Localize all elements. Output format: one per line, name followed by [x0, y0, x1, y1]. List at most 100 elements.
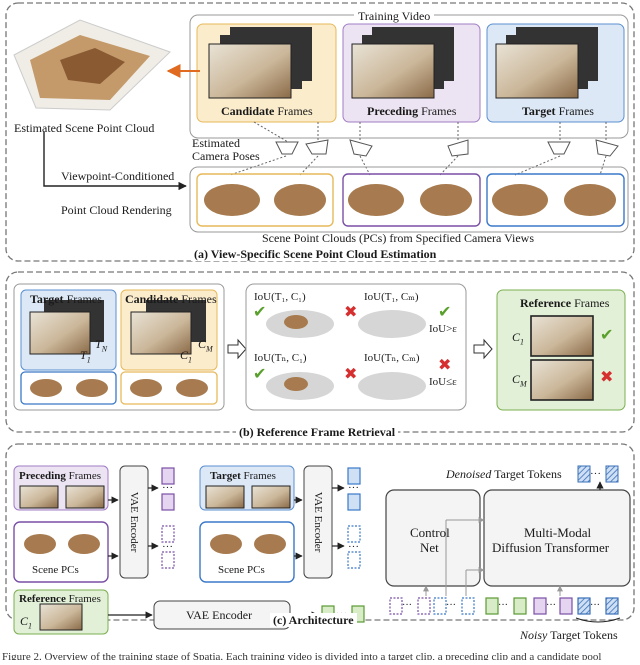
- cm-letter: C: [198, 337, 207, 351]
- figure-caption: Figure 2. Overview of the training stage…: [2, 651, 602, 660]
- tn-sub: N: [101, 344, 108, 354]
- scene-pcs-c-1: Scene PCs: [32, 564, 79, 576]
- reference-frames-c-label: Reference Frames: [19, 592, 101, 606]
- viewpoint-label-1: Viewpoint-Conditioned: [61, 169, 175, 183]
- candidate-bold: Candidate: [221, 104, 275, 118]
- check-icon: ✔: [253, 302, 267, 321]
- t1-label: T1: [80, 348, 91, 367]
- input-token-row: [389, 597, 619, 615]
- vae-encoder-2: [303, 465, 333, 579]
- iou-t1-cm: IoU(T₁, Cₘ): [364, 291, 419, 303]
- frames-word: Frames: [421, 104, 457, 118]
- target-pcs-b: [20, 371, 117, 405]
- candidate-bold: Candidate: [125, 292, 179, 306]
- ellipsis: ···: [590, 468, 601, 480]
- cross-icon: ✖: [344, 302, 358, 321]
- iou-box: [245, 283, 467, 411]
- c1-sub: 1: [188, 355, 193, 365]
- vae-encoder-2-label: VAE Encoder: [312, 491, 324, 553]
- hollow-arrow-2: [473, 338, 493, 360]
- c1-sub: 1: [28, 621, 33, 631]
- check-icon: ✔: [600, 325, 614, 344]
- frames-group-b: [13, 283, 225, 411]
- ellipsis: ···: [590, 600, 600, 611]
- frames-word: Frames: [574, 296, 610, 310]
- ellipsis: ···: [348, 482, 359, 494]
- iou-tn-cm: IoU(Tₙ, Cₘ): [364, 352, 420, 364]
- candidate-pc-group: [196, 173, 334, 227]
- section-b-title: (b) Reference Frame Retrieval: [236, 425, 399, 439]
- estimated-poses-label-2: Camera Poses: [192, 149, 260, 163]
- cross-icon: ✖: [344, 364, 358, 383]
- preceding-pc-group: [342, 173, 481, 227]
- frames-word: Frames: [68, 470, 101, 482]
- scene-pcs-box: [189, 166, 629, 233]
- c1-c-label: C1: [20, 614, 32, 633]
- viewpoint-arrow: [43, 132, 187, 191]
- vae-encoder-1: [119, 465, 149, 579]
- preceding-bold: Preceding: [19, 470, 66, 482]
- c1-ref-label: C1: [512, 330, 524, 349]
- tn-letter: T: [95, 337, 102, 351]
- iou-t1-c1: IoU(T₁, C₁): [254, 291, 306, 303]
- iou-tn-c1: IoU(Tₙ, C₁): [254, 352, 307, 364]
- c1-letter: C: [20, 614, 29, 628]
- scene-point-cloud-3d: [13, 19, 171, 111]
- frames-word: Frames: [277, 104, 313, 118]
- ellipsis: ···: [162, 482, 173, 494]
- t1-letter: T: [80, 348, 87, 362]
- frames-word: Frames: [68, 593, 101, 605]
- cm-letter: C: [512, 372, 521, 386]
- preceding-bold: Preceding: [367, 104, 419, 118]
- tn-label: TN: [95, 337, 107, 356]
- section-c-title: (c) Architecture: [270, 613, 357, 627]
- viewpoint-label-2: Point Cloud Rendering: [61, 203, 172, 217]
- target-frames-c-label: Target Frames: [210, 469, 276, 483]
- cm-ref-label: CM: [512, 372, 527, 391]
- c1-letter: C: [512, 330, 521, 344]
- target-bold: Target: [210, 470, 241, 482]
- target-frames-b-label: Target Frames: [30, 292, 102, 306]
- cm-sub: M: [206, 344, 213, 354]
- denoised-word: Denoised: [446, 467, 492, 481]
- check-icon: ✔: [253, 364, 267, 383]
- c1-sub: 1: [520, 337, 525, 347]
- dotted-links: [229, 121, 607, 176]
- check-icon: ✔: [438, 302, 452, 321]
- section-a-title: (a) View-Specific Scene Point Cloud Esti…: [191, 247, 440, 261]
- cm-sub: M: [520, 379, 527, 389]
- camera-poses: [275, 139, 619, 157]
- reference-bold: Reference: [19, 593, 66, 605]
- preceding-frames-c-label: Preceding Frames: [19, 469, 101, 483]
- c1-letter: C: [180, 348, 189, 362]
- target-tokens-word: Target Tokens: [494, 467, 562, 481]
- encoder-token-stacks: [161, 467, 365, 623]
- ellipsis: ···: [348, 541, 359, 553]
- frames-word: Frames: [181, 292, 217, 306]
- section-a-border: [5, 2, 635, 262]
- ellipsis: ···: [446, 600, 456, 611]
- iou-le-label: IoU≤ε: [429, 376, 457, 388]
- control-net-label-1: Control: [410, 525, 450, 540]
- mmdt-label-2: Diffusion Transformer: [492, 540, 610, 555]
- control-net-label-2: Net: [420, 540, 439, 555]
- ellipsis: ···: [402, 600, 412, 611]
- t1-sub: 1: [86, 355, 91, 365]
- vae-encoder-3-label: VAE Encoder: [186, 608, 253, 622]
- frames-word: Frames: [243, 470, 276, 482]
- internal-connectors: [423, 517, 563, 596]
- frames-word: Frames: [558, 104, 594, 118]
- c1-label-b: C1: [180, 348, 192, 367]
- target-bold: Target: [522, 104, 556, 118]
- cross-icon: ✖: [438, 355, 452, 374]
- denoised-tokens-label: Denoised Target Tokens: [446, 467, 562, 481]
- target-pc-group: [486, 173, 625, 227]
- pc-renders: [204, 184, 616, 216]
- candidate-frames-label: Candidate Frames: [221, 104, 313, 118]
- candidate-frames-b-label: Candidate Frames: [125, 292, 217, 306]
- candidate-pcs-b: [120, 371, 218, 405]
- target-tokens-word: Target Tokens: [550, 628, 618, 642]
- vae-encoder-1-label: VAE Encoder: [128, 491, 140, 553]
